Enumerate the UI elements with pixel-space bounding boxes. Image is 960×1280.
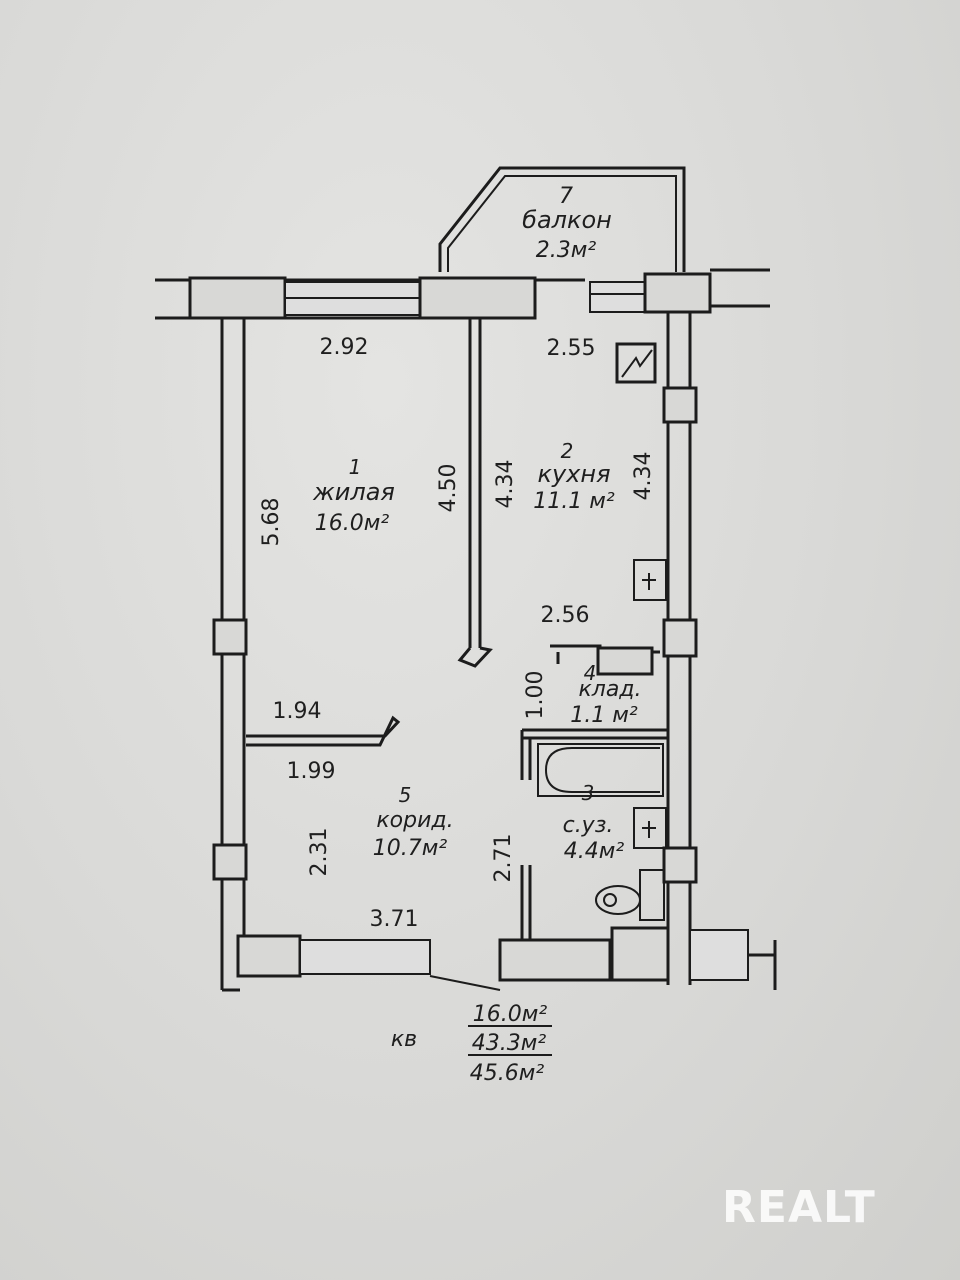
dim-living-length: 5.68: [259, 498, 284, 547]
right-wall: [662, 312, 698, 985]
dim-kitchen-length-right: 4.34: [631, 452, 656, 501]
top-wall: [155, 268, 770, 320]
bathroom-number: 3: [582, 781, 595, 805]
total-area: 43.3м²: [472, 1031, 547, 1056]
storage-bathroom-block: [520, 644, 668, 940]
kitchen-number: 2: [561, 439, 574, 463]
left-wall: [212, 318, 248, 992]
corridor-name: корид.: [376, 808, 453, 833]
total-living-area: 16.0м²: [473, 1002, 548, 1027]
toilet: [595, 869, 665, 921]
storage-label: 4 клад. 1.1 м²: [570, 661, 641, 728]
living-name: жилая: [312, 478, 395, 506]
dim-corridor-top-width: 1.99: [287, 759, 336, 784]
area-totals: кв 16.0м² 43.3м² 45.6м²: [391, 1002, 552, 1086]
balcony-outline: [438, 166, 686, 272]
dim-corridor-length-right: 2.71: [491, 834, 516, 883]
apartment-label: кв: [391, 1027, 417, 1052]
living-kitchen-partition: [457, 318, 493, 668]
balcony-area: 2.3м²: [536, 238, 597, 263]
balcony-label: 7 балкон 2.3м²: [522, 184, 612, 263]
storage-area: 1.1 м²: [570, 703, 638, 728]
dim-living-width: 2.92: [320, 335, 369, 360]
corridor-partition: [246, 715, 401, 747]
bathroom-name: с.уз.: [563, 813, 614, 838]
bathtub: [537, 743, 664, 797]
kitchen-label: 2 кухня 11.1 м²: [533, 439, 615, 514]
total-with-balcony: 45.6м²: [470, 1061, 545, 1086]
dim-corridor-length-left: 2.31: [307, 828, 332, 877]
storage-name: клад.: [578, 677, 641, 702]
bathroom-label: 3 с.уз. 4.4м²: [563, 781, 625, 864]
kitchen-name: кухня: [537, 460, 610, 488]
balcony-name: балкон: [522, 206, 612, 234]
corridor-label: 5 корид. 10.7м²: [373, 783, 454, 861]
living-number: 1: [349, 455, 362, 479]
living-area: 16.0м²: [315, 511, 390, 536]
sink-kitchen: [633, 559, 667, 601]
ventilation-icon: [615, 342, 657, 384]
dim-partition-length: 4.50: [436, 464, 461, 513]
dim-kitchen-bottom-width: 2.56: [541, 603, 590, 628]
corridor-number: 5: [399, 783, 412, 807]
corridor-area: 10.7м²: [373, 836, 448, 861]
dim-corridor-bottom-width: 3.71: [370, 907, 419, 932]
balcony-number: 7: [559, 184, 573, 209]
living-room-label: 1 жилая 16.0м²: [312, 455, 395, 536]
dim-kitchen-length-left: 4.34: [493, 460, 518, 509]
bottom-wall: [236, 926, 777, 991]
storage-number: 4: [584, 661, 597, 685]
dim-corridor-partition-width: 1.94: [273, 699, 322, 724]
dim-kitchen-width: 2.55: [547, 336, 596, 361]
bathroom-area: 4.4м²: [564, 839, 625, 864]
sink-bathroom: [633, 807, 667, 849]
watermark-logo: REALT: [722, 1182, 876, 1233]
kitchen-area: 11.1 м²: [533, 489, 615, 514]
dim-storage-length: 1.00: [523, 671, 548, 720]
